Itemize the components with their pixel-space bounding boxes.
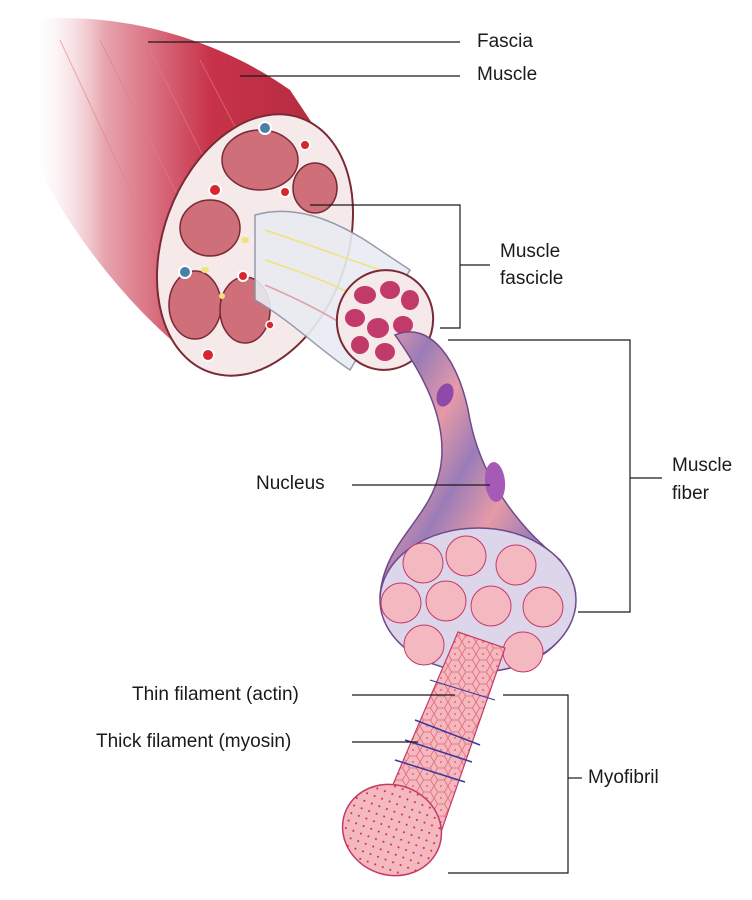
myofibril: [341, 631, 506, 877]
label-myofibril: Myofibril: [588, 767, 659, 788]
leader-lines: [148, 41, 662, 874]
label-thin-filament: Thin filament (actin): [132, 684, 299, 705]
label-muscle: Muscle: [477, 64, 538, 85]
label-nucleus: Nucleus: [256, 473, 325, 494]
label-muscle-fiber-line1: Muscle: [672, 455, 733, 476]
label-muscle-fascicle-line2: fascicle: [500, 268, 564, 289]
muscle-fiber: [379, 331, 577, 673]
label-muscle-fiber-line2: fiber: [672, 483, 709, 504]
label-thick-filament: Thick filament (myosin): [96, 731, 292, 752]
label-muscle-fascicle-line1: Muscle: [500, 241, 561, 262]
nucleus-shape: [484, 462, 506, 502]
label-fascia: Fascia: [477, 31, 533, 52]
